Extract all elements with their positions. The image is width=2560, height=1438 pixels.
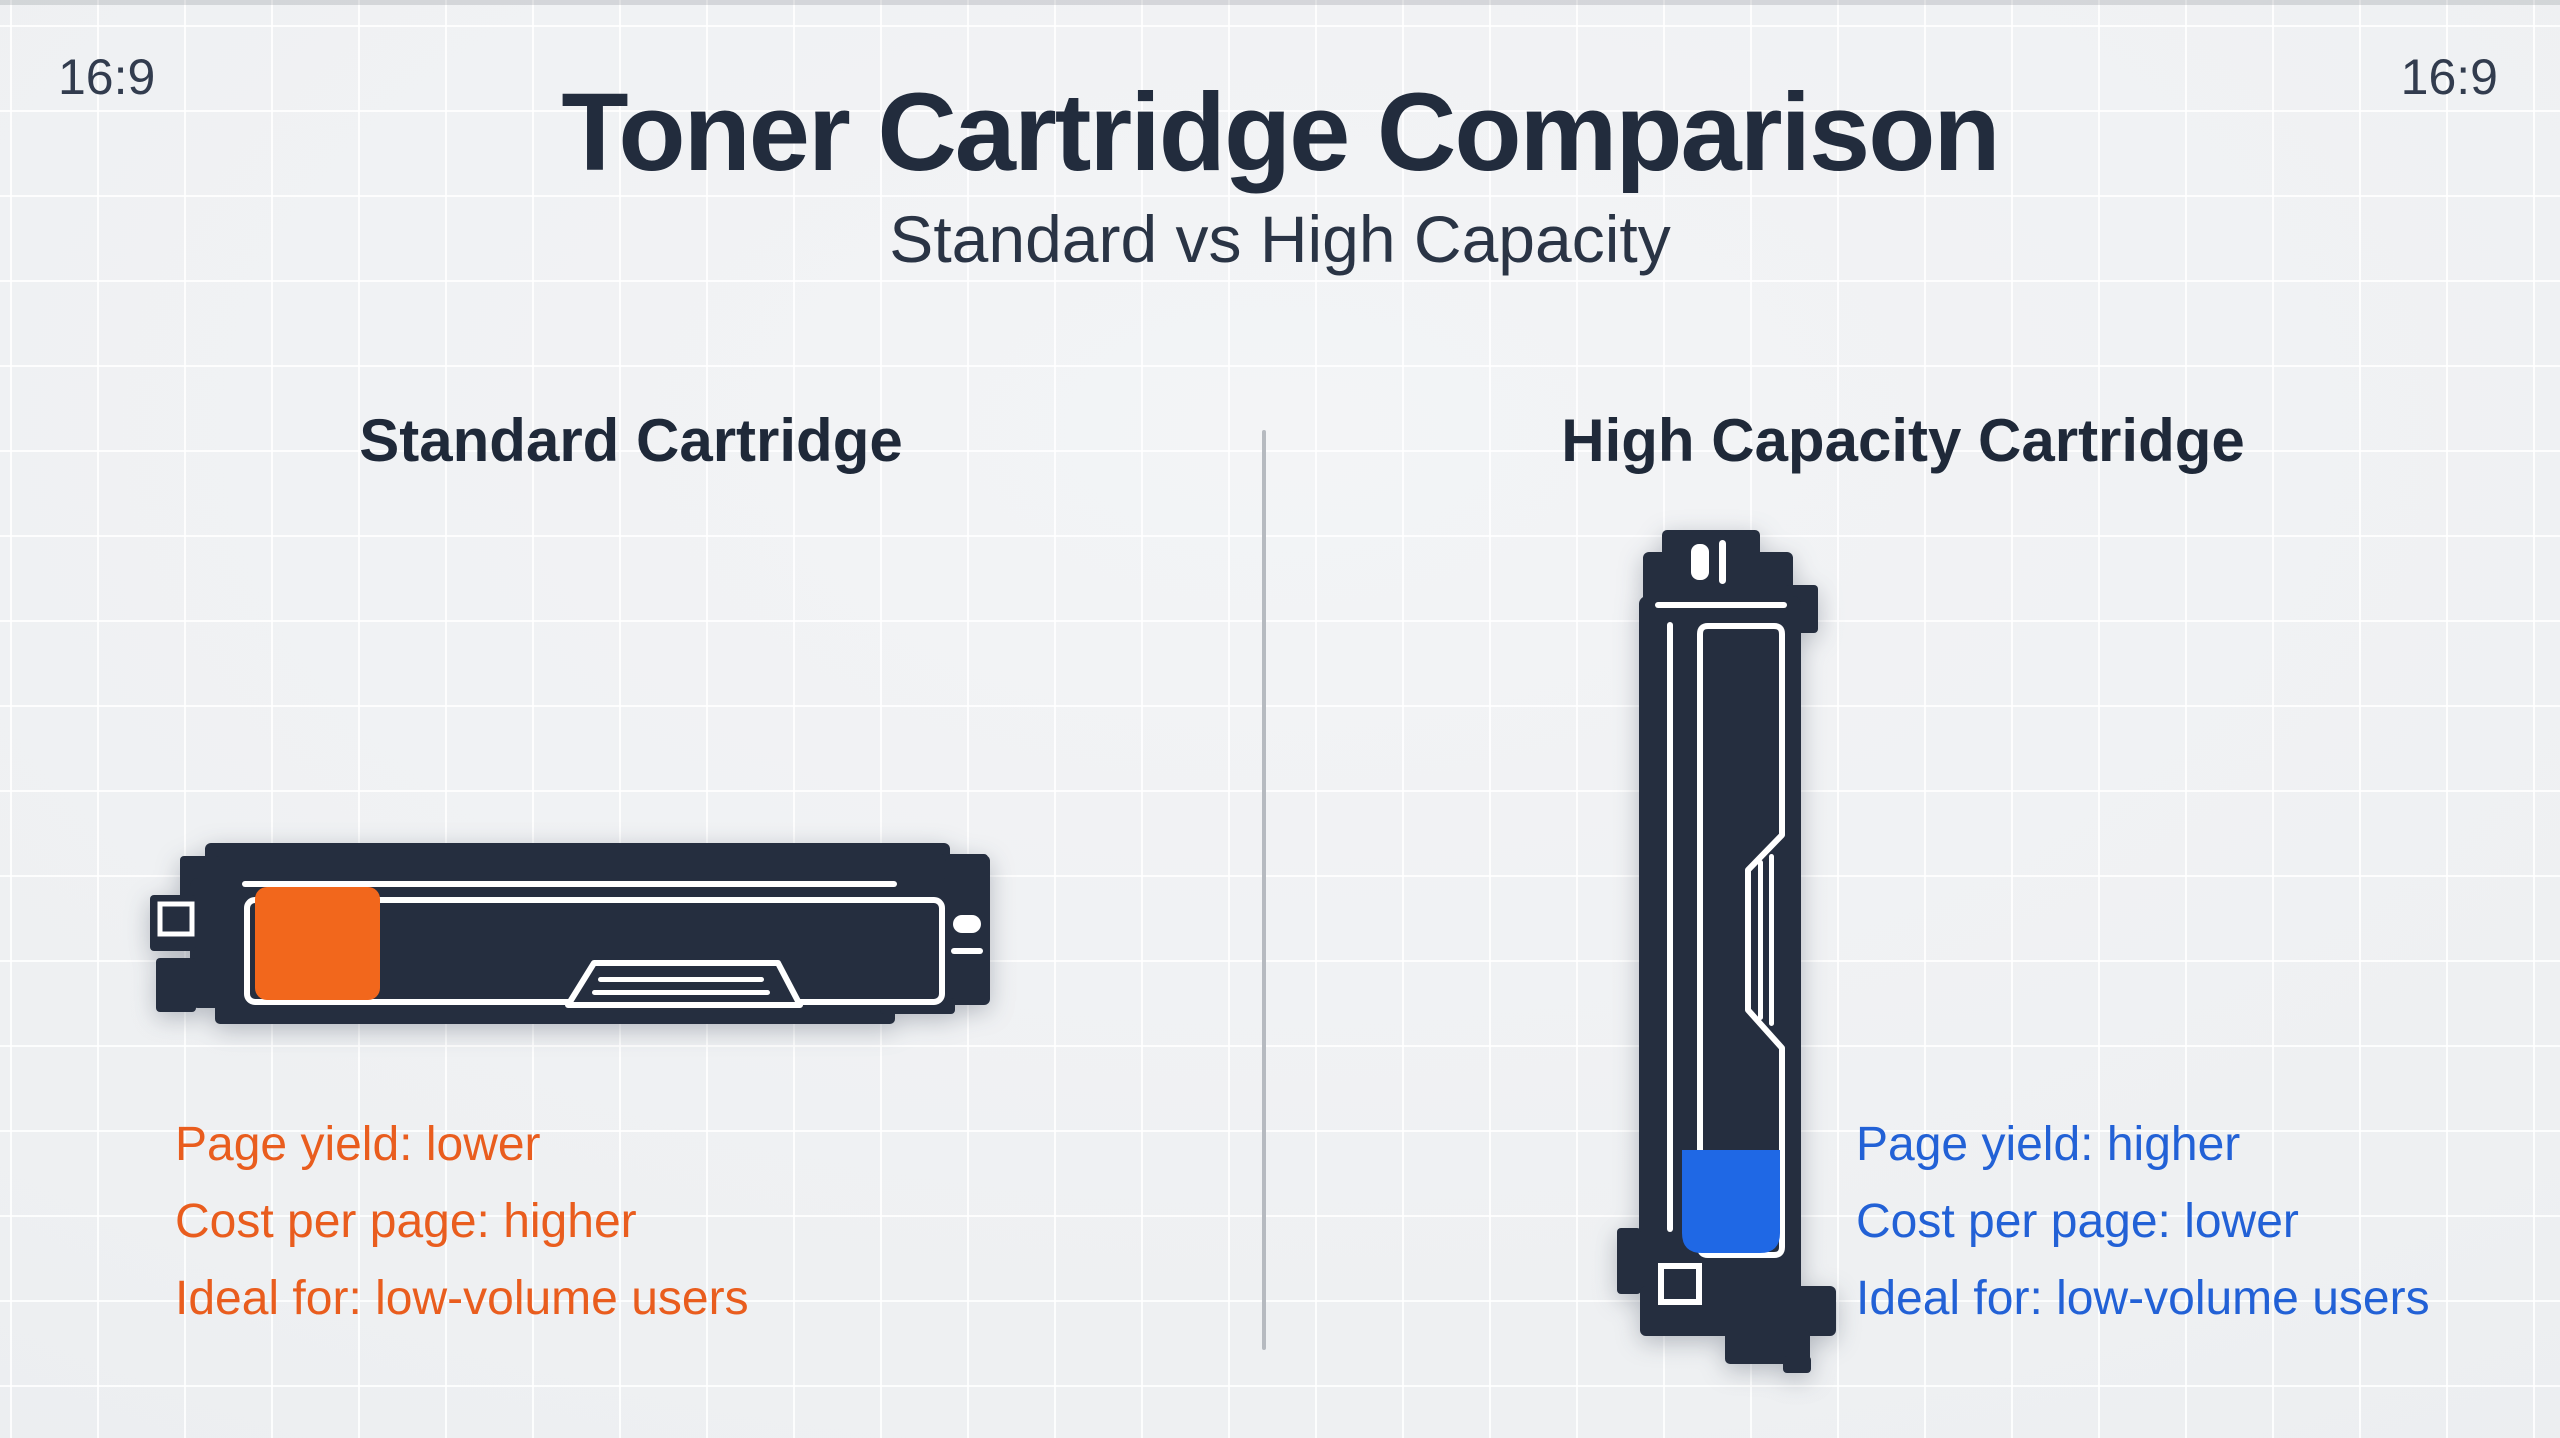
fact-ideal-for: Ideal for: low-volume users [175, 1272, 749, 1325]
cartridge-detail-lines [1655, 540, 1787, 1258]
top-edge-shade [0, 0, 2560, 5]
aspect-ratio-label-left: 16:9 [58, 49, 156, 105]
high-capacity-cartridge-illustration [1617, 530, 1836, 1373]
fact-cost-per-page: Cost per page: higher [175, 1195, 637, 1248]
fact-page-yield: Page yield: lower [175, 1118, 541, 1171]
fact-ideal-for: Ideal for: low-volume users [1856, 1272, 2430, 1325]
standard-cartridge-illustration [150, 843, 990, 1024]
toner-level-block-orange [255, 887, 380, 1000]
fact-page-yield: Page yield: higher [1856, 1118, 2241, 1171]
cartridge-body [1617, 530, 1836, 1373]
cartridge-bottom-port [1658, 1263, 1702, 1305]
cartridge-tray [565, 960, 803, 1008]
right-panel-facts: Page yield: higher Cost per page: lower … [1856, 1106, 2430, 1337]
toner-level-block-blue [1682, 1150, 1780, 1253]
aspect-ratio-label-right: 16:9 [2400, 49, 2498, 105]
left-panel-facts: Page yield: lower Cost per page: higher … [175, 1106, 749, 1337]
center-divider-line [1262, 430, 1266, 1350]
page-subtitle: Standard vs High Capacity [889, 202, 1671, 276]
header: Toner Cartridge Comparison Standard vs H… [0, 72, 2560, 276]
fact-cost-per-page: Cost per page: lower [1856, 1195, 2299, 1248]
right-panel-heading: High Capacity Cartridge [1561, 407, 2245, 474]
left-panel-heading: Standard Cartridge [359, 407, 903, 474]
page-title: Toner Cartridge Comparison [561, 71, 2000, 194]
